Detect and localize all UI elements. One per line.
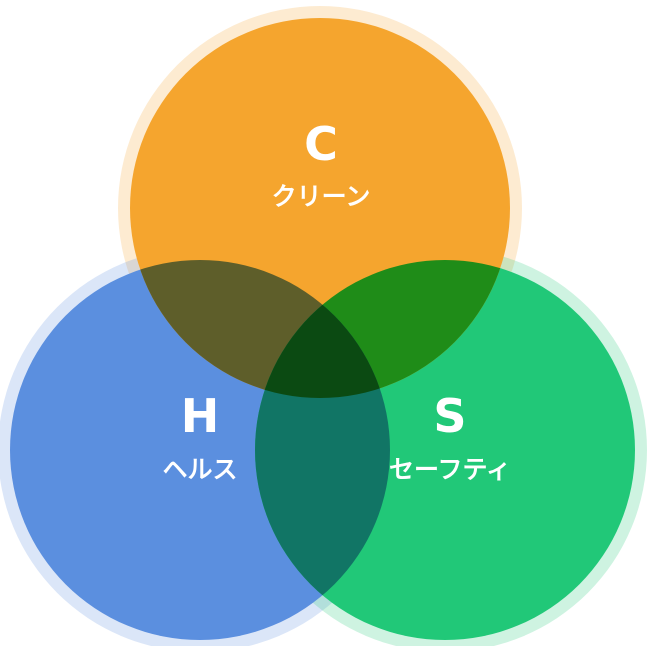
- health-letter: H: [181, 389, 220, 443]
- health-label: ヘルス: [162, 455, 237, 484]
- center-overlap: [255, 260, 390, 398]
- safety-letter: S: [433, 389, 466, 443]
- clean-label: クリーン: [272, 182, 371, 211]
- clean-letter: C: [304, 117, 338, 171]
- safety-label: セーフティ: [389, 455, 511, 484]
